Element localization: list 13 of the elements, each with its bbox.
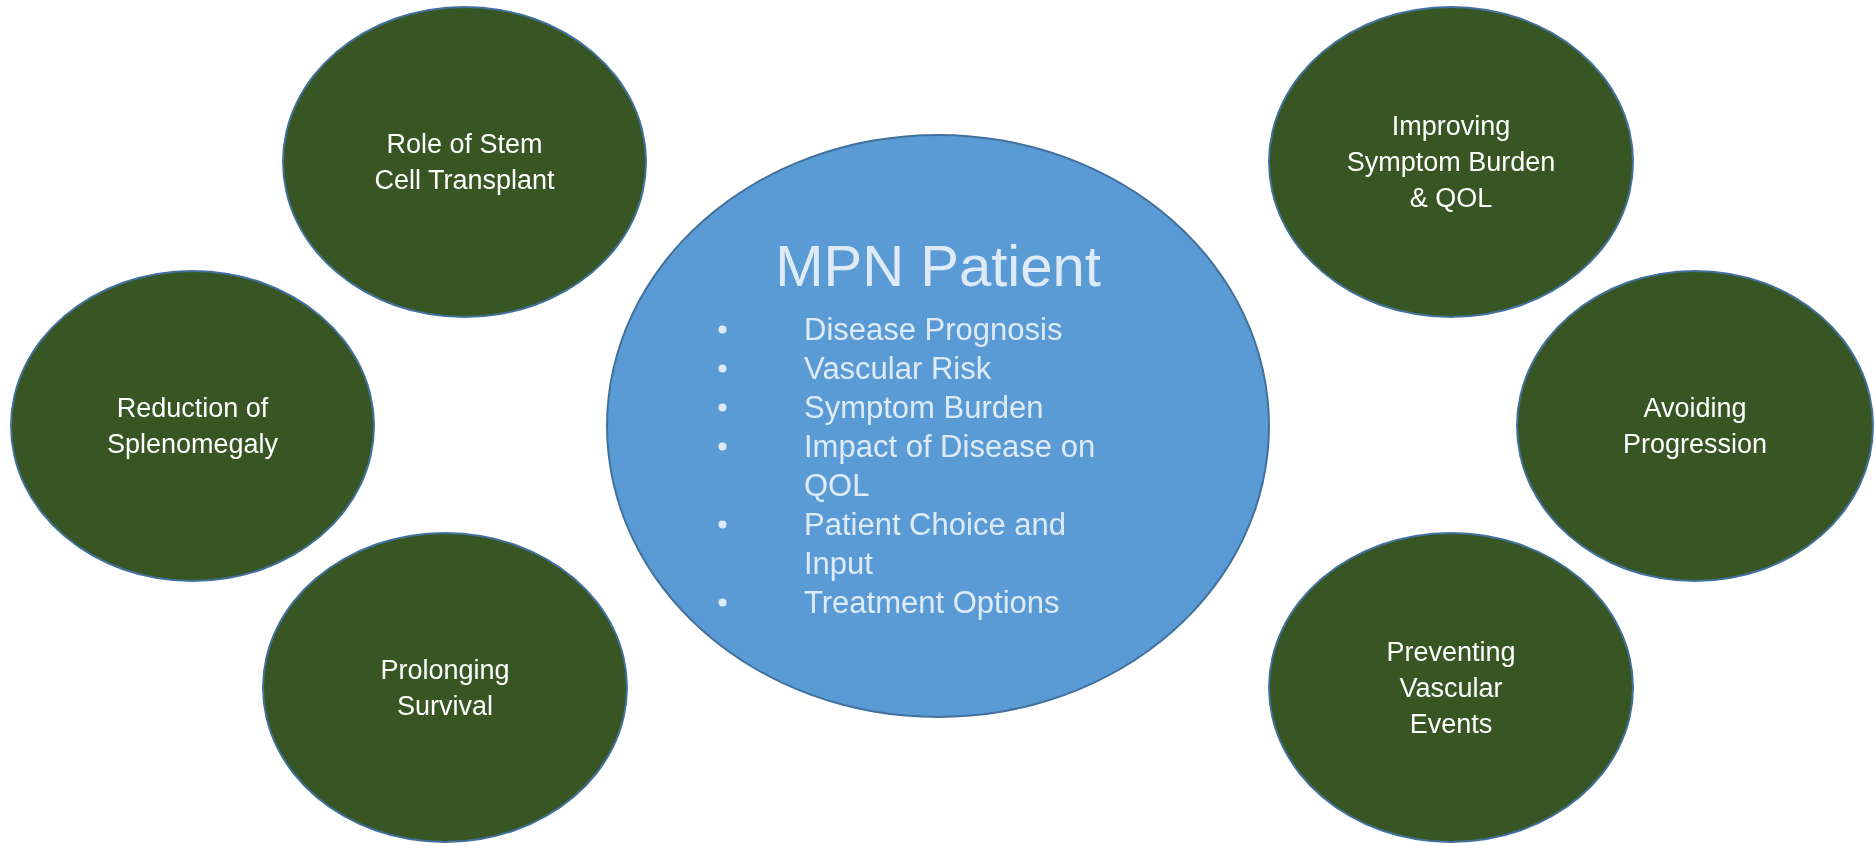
list-item: Impact of Disease on QOL — [804, 428, 1097, 506]
list-item: Disease Prognosis — [804, 311, 1064, 350]
topic-text: Prolonging Survival — [379, 653, 511, 723]
topic-text: Avoiding Progression — [1621, 392, 1769, 461]
topic-text: Preventing Vascular Events — [1385, 635, 1517, 741]
topic-text: Improving Symptom Burden & QOL — [1345, 110, 1557, 215]
list-item: Symptom Burden — [804, 389, 1045, 428]
heading: MPN Patient — [775, 231, 1101, 300]
topic-text: Role of Stem Cell Transplant — [373, 128, 556, 197]
list-item: Patient Choice and Input — [804, 506, 1067, 584]
topic-text: Reduction of Splenomegaly — [105, 392, 280, 461]
list-item: Vascular Risk — [804, 350, 993, 389]
list-item: Treatment Options — [804, 584, 1061, 623]
